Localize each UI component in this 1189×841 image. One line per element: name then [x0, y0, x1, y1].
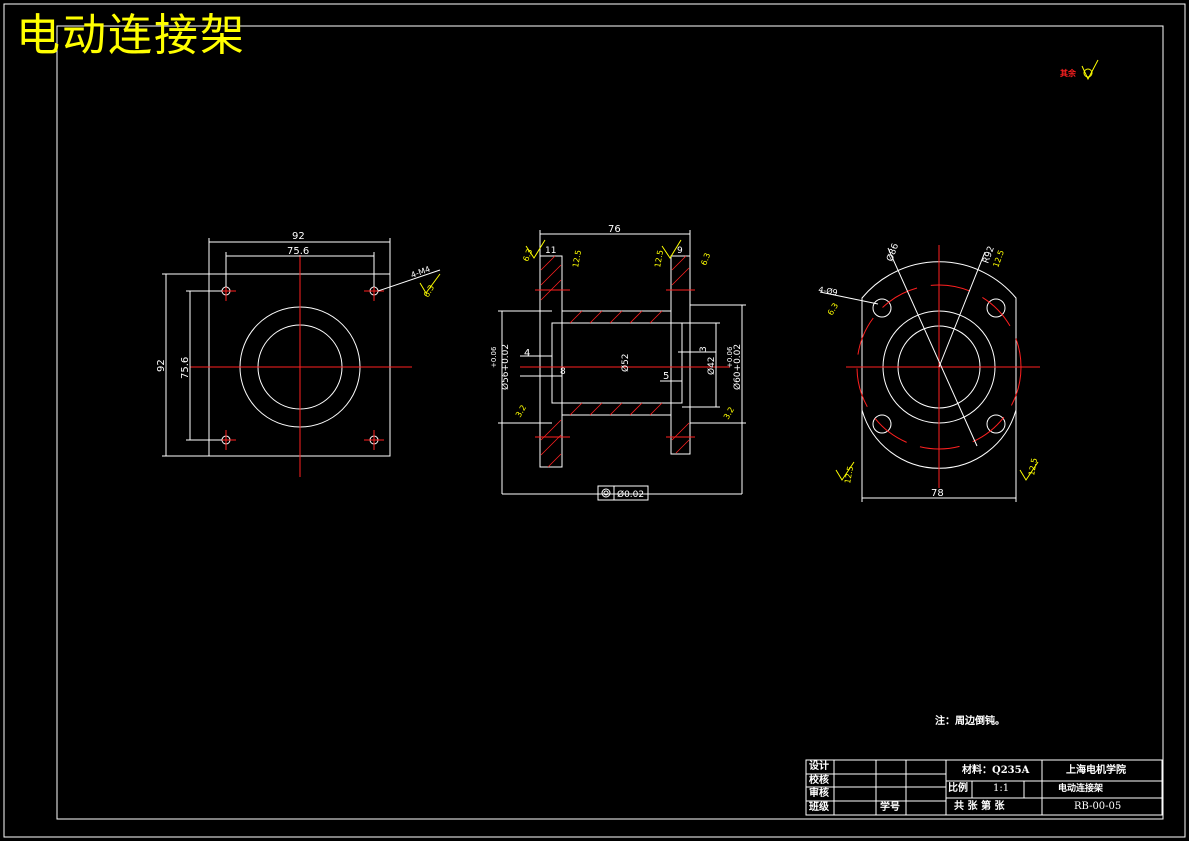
side-roughness-b: 6.3 — [826, 301, 840, 317]
section-dim-4: 4 — [524, 348, 530, 359]
front-dim-92-top: 92 — [292, 231, 305, 242]
tb-scale-value: 1:1 — [993, 783, 1010, 794]
tb-material: 材料：Q235A — [962, 765, 1030, 776]
section-dim-8: 8 — [560, 367, 566, 377]
front-dim-75-left: 75.6 — [180, 357, 191, 379]
misc-roughness-symbol — [1081, 59, 1099, 81]
tb-sheets: 共 张 第 张 — [954, 801, 1005, 812]
section-dim-9: 9 — [677, 246, 683, 256]
section-roughness-right-b: 6.3 — [699, 252, 712, 267]
drawing-title: 电动连接架 — [16, 10, 246, 61]
section-roughness-left-b: 12.5 — [571, 249, 583, 268]
front-dim-92-left: 92 — [156, 359, 167, 372]
side-dim-78: 78 — [931, 488, 944, 499]
section-view — [498, 230, 746, 501]
front-thread-callout: 4-M4 — [410, 265, 432, 280]
section-dim-right-dia: Ø60+0.02 — [732, 344, 743, 390]
tb-school: 上海电机学院 — [1066, 765, 1126, 776]
section-dim-42: Ø42 — [706, 356, 717, 375]
tb-role-proof: 校核 — [809, 775, 829, 786]
section-dim-left-dia: Ø56+0.02 — [500, 344, 511, 390]
tb-drawing-no: RB-00-05 — [1074, 801, 1122, 812]
section-roughness-left-a: 6.3 — [521, 248, 534, 263]
front-roughness: 6.3 — [422, 283, 436, 299]
section-dim-52: Ø52 — [620, 353, 631, 372]
inner-border — [56, 25, 1164, 820]
section-roughness-left-c: 3.2 — [514, 403, 528, 419]
side-hole-tr — [986, 298, 1006, 318]
side-roughness-c: 12.5 — [843, 465, 855, 484]
outer-border — [3, 3, 1186, 838]
tb-role-design: 设计 — [809, 761, 829, 772]
side-hole-tl — [872, 298, 892, 318]
section-roughness-right-c: 3.2 — [722, 405, 736, 421]
concentricity-frame — [597, 485, 649, 501]
section-dim-11: 11 — [545, 246, 556, 256]
tb-scale-label: 比例 — [948, 783, 968, 794]
section-dim-left-tol: +0.06 — [490, 346, 498, 368]
section-roughness-right-a: 12.5 — [653, 249, 665, 268]
section-dim-3: 3 — [699, 346, 709, 352]
tb-role-class: 班级 — [809, 802, 829, 813]
section-dim-right-tol: +0.06 — [726, 346, 734, 368]
section-dim-5: 5 — [663, 371, 669, 382]
tb-role-id: 学号 — [880, 802, 900, 813]
front-view — [162, 238, 441, 477]
section-tube — [561, 310, 672, 416]
tb-part-name: 电动连接架 — [1058, 784, 1104, 794]
side-view — [819, 245, 1040, 502]
section-left-flange — [539, 255, 563, 468]
side-hole-br — [986, 414, 1006, 434]
side-hole-bl — [872, 414, 892, 434]
section-concentricity: Ø0.02 — [617, 489, 644, 500]
side-dim-pcd1: Ø86 — [884, 242, 901, 263]
front-dim-75-top: 75.6 — [287, 246, 309, 257]
side-roughness-d: 12.5 — [1027, 457, 1039, 476]
section-dim-76: 76 — [608, 224, 621, 235]
side-dim-holes: 4-Ø9 — [818, 284, 839, 297]
tb-role-review: 审核 — [809, 788, 829, 799]
misc-roughness-label: 其余 — [1060, 69, 1076, 78]
section-tube-inner — [551, 322, 683, 404]
title-block — [805, 759, 1163, 816]
side-outline — [861, 261, 1017, 469]
drawing-note: 注：周边倒钝。 — [935, 716, 1005, 727]
